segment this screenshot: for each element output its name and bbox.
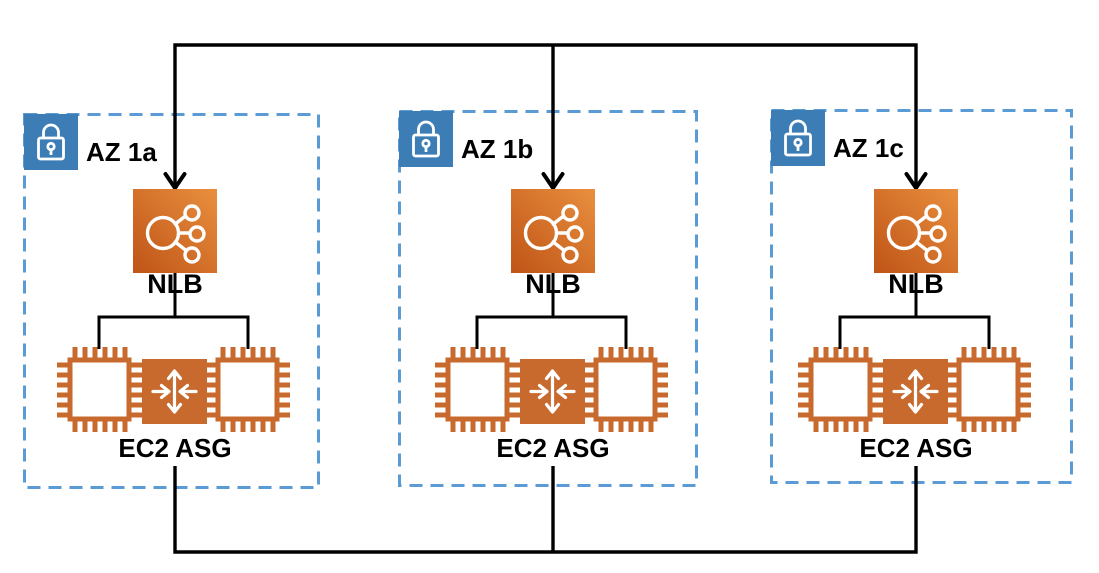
ec2-chip-icon bbox=[57, 347, 142, 432]
az-1b-label: AZ 1b bbox=[461, 134, 534, 164]
lock-badge bbox=[24, 114, 78, 170]
az-1b-boundary-box bbox=[398, 110, 698, 487]
nlb-to-asg-bracket bbox=[97, 271, 250, 349]
ec2-chip-icon bbox=[435, 347, 520, 432]
ec2-asg-label: EC2 ASG bbox=[496, 433, 610, 463]
arrowhead-icon bbox=[541, 172, 565, 190]
lock-icon bbox=[784, 119, 812, 157]
network-load-balancer-icon bbox=[133, 189, 217, 273]
lock-badge bbox=[399, 111, 453, 167]
az-1c-label: AZ 1c bbox=[833, 133, 904, 163]
ec2-asg-label: EC2 ASG bbox=[118, 433, 232, 463]
ec2-chip-icon bbox=[205, 347, 290, 432]
nlb-to-asg-bracket bbox=[475, 271, 628, 349]
lock-icon bbox=[37, 123, 65, 161]
auto-scaling-arrows-icon bbox=[883, 359, 948, 424]
auto-scaling-arrows-icon bbox=[520, 359, 585, 424]
nlb-label: NLB bbox=[147, 269, 203, 299]
top-connector-line bbox=[173, 43, 918, 186]
az-1a-label: AZ 1a bbox=[86, 137, 157, 167]
nlb-label: NLB bbox=[888, 269, 944, 299]
auto-scaling-arrows-icon bbox=[142, 359, 207, 424]
ec2-chip-icon bbox=[583, 347, 668, 432]
ec2-chip-icon bbox=[798, 347, 883, 432]
lock-icon bbox=[412, 120, 440, 158]
az-1c-boundary-box bbox=[770, 109, 1073, 484]
lock-badge bbox=[771, 110, 825, 166]
bottom-connector-line bbox=[173, 466, 918, 554]
ec2-asg-label: EC2 ASG bbox=[859, 433, 973, 463]
nlb-to-asg-bracket bbox=[838, 271, 991, 349]
arrowhead-icon bbox=[904, 172, 928, 190]
network-load-balancer-icon bbox=[511, 189, 595, 273]
ec2-chip-icon bbox=[946, 347, 1031, 432]
arrowhead-icon bbox=[163, 172, 187, 190]
nlb-label: NLB bbox=[525, 269, 581, 299]
network-load-balancer-icon bbox=[874, 189, 958, 273]
az-1a-boundary-box bbox=[23, 113, 320, 489]
